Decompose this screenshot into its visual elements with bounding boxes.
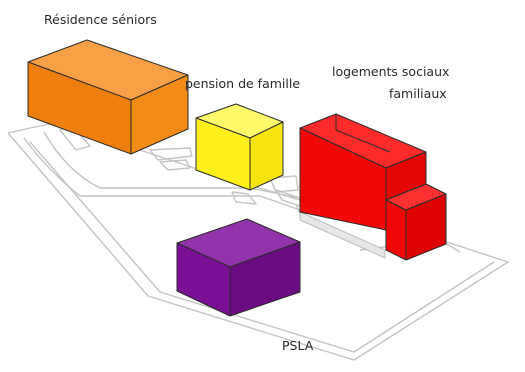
logements-sociaux-label-line2: familiaux	[389, 86, 447, 101]
psla-label: PSLA	[282, 338, 314, 353]
pension-de-famille-label: pension de famille	[185, 76, 301, 91]
psla-building	[176, 218, 301, 317]
psla-right	[229, 241, 301, 317]
residence-seniors-right	[130, 74, 189, 155]
logements-lower-right	[405, 193, 447, 261]
pension-de-famille-building	[195, 103, 284, 191]
residence-seniors-building	[27, 39, 189, 155]
logements-lower-left	[385, 199, 407, 261]
logements-sociaux-label-line1: logements sociaux	[332, 64, 450, 79]
pension-right	[249, 121, 284, 191]
residence-seniors-label: Résidence séniors	[44, 12, 157, 27]
logements-step-edge	[335, 114, 391, 153]
logements-sociaux-building	[299, 113, 447, 261]
logements-base-shadow	[299, 211, 386, 259]
